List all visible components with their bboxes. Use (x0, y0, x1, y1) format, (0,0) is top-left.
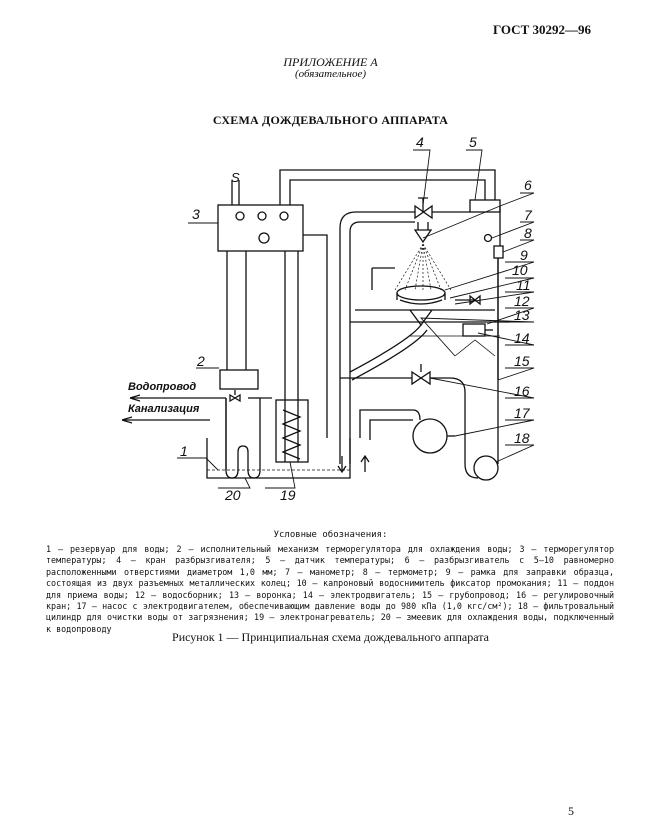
gauges (483, 233, 504, 380)
regulating-valve (340, 364, 479, 479)
pump (359, 409, 455, 454)
callout-12: 12 (514, 293, 530, 309)
callout-8: 8 (524, 225, 532, 241)
callout-17: 17 (514, 405, 531, 421)
thermoregulator (217, 180, 304, 252)
water-lines (121, 390, 241, 470)
callout-16: 16 (514, 383, 530, 399)
reservoir (206, 438, 351, 479)
callout-9: 9 (520, 247, 528, 263)
rain-apparatus-diagram: 1 2 3 4 5 6 7 8 9 10 11 12 13 14 15 16 1… (121, 134, 535, 503)
legend-text: 1 — резервуар для воды; 2 — исполнительн… (46, 544, 614, 634)
inlet-label: Водопровод (128, 381, 196, 393)
cooling-coil (225, 397, 272, 479)
callout-6: 6 (524, 177, 532, 193)
appendix-note: (обязательное) (294, 68, 367, 80)
callout-5: 5 (469, 134, 477, 150)
callout-2: 2 (196, 353, 205, 369)
line-labels: Водопровод Канализация (128, 381, 200, 415)
appendix-title: ПРИЛОЖЕНИЕ А (283, 55, 378, 69)
callout-20: 20 (224, 487, 241, 503)
sample-frame (350, 267, 510, 323)
callout-15: 15 (514, 353, 530, 369)
callout-19: 19 (280, 487, 296, 503)
power-symbol: S (231, 170, 240, 185)
spray-column (339, 197, 470, 464)
standard-code: ГОСТ 30292—96 (492, 22, 591, 37)
callout-leaders (177, 149, 535, 489)
filter-cylinder (473, 258, 499, 481)
callout-11: 11 (516, 277, 531, 293)
collector-funnel (349, 309, 500, 381)
legend-title: Условные обозначения: (273, 530, 388, 540)
heater (275, 251, 309, 463)
callout-18: 18 (514, 430, 530, 446)
callout-numbers: 1 2 3 4 5 6 7 8 9 10 11 12 13 14 15 16 1… (180, 134, 533, 503)
drain-label: Канализация (128, 403, 200, 415)
callout-14: 14 (514, 330, 530, 346)
actuator (219, 251, 259, 390)
callout-10: 10 (512, 262, 528, 278)
page-number: 5 (568, 804, 574, 818)
callout-13: 13 (514, 307, 530, 323)
callout-1: 1 (180, 443, 188, 459)
callout-4: 4 (416, 134, 424, 150)
callout-3: 3 (192, 206, 200, 222)
spray-cone (394, 243, 452, 291)
figure-caption: Рисунок 1 — Принципиальная схема дождева… (172, 630, 489, 644)
callout-7: 7 (524, 207, 533, 223)
diagram-title: СХЕМА ДОЖДЕВАЛЬНОГО АППАРАТА (212, 113, 449, 127)
pipe-frame (279, 169, 496, 438)
flow-arrows (337, 454, 370, 474)
